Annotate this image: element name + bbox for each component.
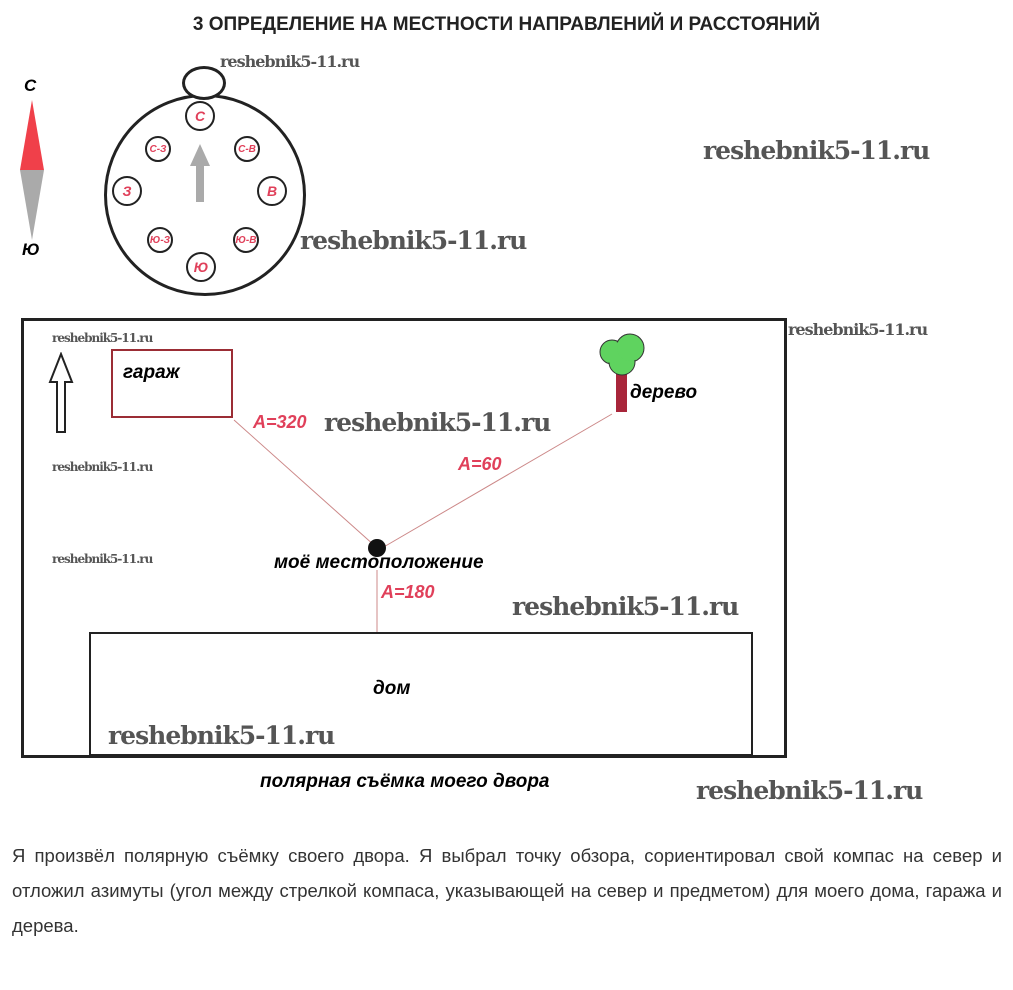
needle-north-label: С <box>24 76 37 95</box>
watermark: reshebnik5-11.ru <box>703 136 930 165</box>
yard-map <box>21 318 787 758</box>
compass-ring-icon <box>182 66 226 100</box>
compass-needle-icon <box>20 100 44 240</box>
watermark: reshebnik5-11.ru <box>300 226 527 255</box>
needle-south-label: Ю <box>22 240 40 259</box>
garage-box <box>111 349 233 418</box>
watermark: reshebnik5-11.ru <box>52 331 153 345</box>
map-caption: полярная съёмка моего двора <box>260 771 550 792</box>
watermark: reshebnik5-11.ru <box>220 52 360 71</box>
north-arrow-icon <box>48 352 74 433</box>
house-box <box>89 632 753 756</box>
compass-dir-n: С <box>185 101 215 131</box>
position-label: моё местоположение <box>274 552 484 573</box>
watermark: reshebnik5-11.ru <box>512 592 739 621</box>
page-title: 3 ОПРЕДЕЛЕНИЕ НА МЕСТНОСТИ НАПРАВЛЕНИЙ И… <box>192 14 821 35</box>
azimuth-house: A=180 <box>381 582 435 602</box>
compass-dir-nw: С-З <box>145 136 171 162</box>
tree-label: дерево <box>630 382 698 403</box>
watermark: reshebnik5-11.ru <box>108 721 335 750</box>
tree-icon <box>599 333 645 412</box>
description-paragraph: Я произвёл полярную съёмку своего двора.… <box>12 845 1002 936</box>
compass-dir-s: Ю <box>186 252 216 282</box>
watermark: reshebnik5-11.ru <box>52 552 153 566</box>
position-marker-icon <box>368 539 386 557</box>
azimuth-garage: A=320 <box>253 412 307 432</box>
house-label: дом <box>373 678 411 699</box>
arrow-up-icon <box>190 144 210 202</box>
watermark: reshebnik5-11.ru <box>324 408 551 437</box>
azimuth-tree: A=60 <box>458 454 502 474</box>
watermark: reshebnik5-11.ru <box>788 320 928 339</box>
compass-dir-sw: Ю-З <box>147 227 173 253</box>
watermark: reshebnik5-11.ru <box>696 776 923 805</box>
compass-dir-ne: С-В <box>234 136 260 162</box>
compass-dir-e: В <box>257 176 287 206</box>
compass-dir-w: З <box>112 176 142 206</box>
garage-label: гараж <box>123 362 180 383</box>
compass-dir-se: Ю-В <box>233 227 259 253</box>
watermark: reshebnik5-11.ru <box>52 460 153 474</box>
